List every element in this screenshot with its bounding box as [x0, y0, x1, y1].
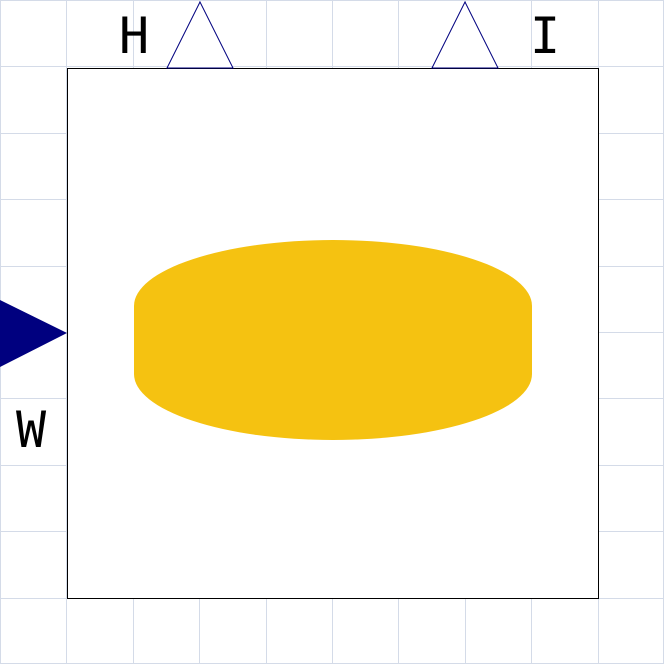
- cylinder-icon: [134, 240, 532, 440]
- cylinder-shape: [134, 240, 532, 440]
- output-port-h[interactable]: [166, 0, 234, 69]
- port-label-i: I: [530, 7, 560, 65]
- input-port-w[interactable]: [0, 300, 67, 367]
- port-label-h: H: [119, 7, 149, 65]
- output-port-i[interactable]: [431, 0, 499, 69]
- port-label-w: W: [16, 401, 47, 459]
